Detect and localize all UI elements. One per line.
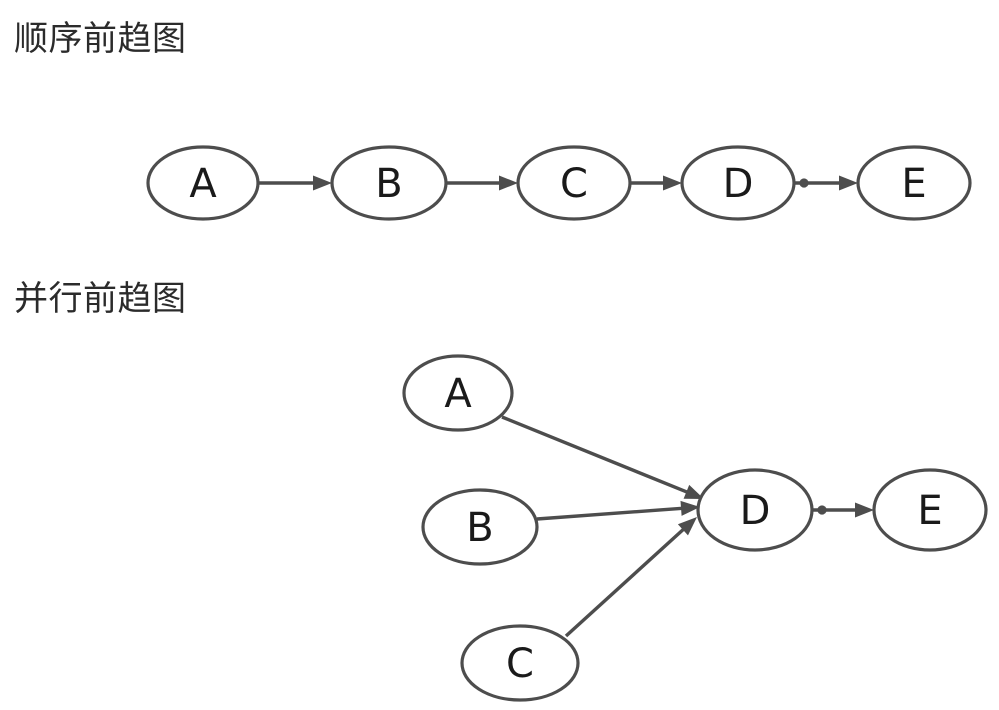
arrow-head-icon bbox=[855, 502, 874, 518]
node-par-A[interactable]: A bbox=[402, 354, 514, 432]
node-par-E[interactable]: E bbox=[872, 468, 988, 552]
node-seq-A[interactable]: A bbox=[146, 145, 260, 221]
edge-d-to-e bbox=[794, 175, 858, 191]
node-label: D bbox=[740, 488, 771, 534]
node-ellipse[interactable] bbox=[146, 145, 260, 221]
arrow-head-icon bbox=[313, 175, 332, 191]
edge-line bbox=[564, 526, 687, 638]
node-ellipse[interactable] bbox=[460, 624, 580, 702]
node-par-B[interactable]: B bbox=[421, 488, 539, 566]
edge-a-to-d bbox=[501, 415, 704, 499]
node-ellipse[interactable] bbox=[421, 488, 539, 566]
arrow-head-icon bbox=[683, 484, 704, 499]
node-ellipse[interactable] bbox=[680, 145, 796, 221]
edge-d-to-e bbox=[812, 502, 874, 518]
arrow-head-icon bbox=[839, 175, 858, 191]
node-ellipse[interactable] bbox=[516, 145, 632, 221]
nodes-group: A B C D E A B C D E bbox=[146, 145, 988, 702]
edge-c-to-d bbox=[630, 175, 682, 191]
edge-b-to-d bbox=[536, 500, 700, 521]
node-ellipse[interactable] bbox=[330, 145, 448, 221]
node-par-C[interactable]: C bbox=[460, 624, 580, 702]
node-label: A bbox=[444, 371, 472, 417]
node-label: E bbox=[917, 488, 942, 534]
edge-line bbox=[501, 415, 690, 495]
edge-b-to-c bbox=[446, 175, 518, 191]
node-ellipse[interactable] bbox=[402, 354, 514, 432]
node-label: B bbox=[466, 505, 493, 551]
node-label: B bbox=[375, 161, 402, 207]
node-seq-B[interactable]: B bbox=[330, 145, 448, 221]
node-ellipse[interactable] bbox=[856, 145, 972, 221]
edges-group bbox=[258, 175, 874, 638]
arrow-head-icon bbox=[680, 500, 700, 516]
edge-line bbox=[536, 506, 685, 521]
section-title-sequential: 顺序前趋图 bbox=[14, 19, 187, 59]
edge-source-dot-icon bbox=[817, 505, 827, 515]
node-seq-C[interactable]: C bbox=[516, 145, 632, 221]
node-seq-E[interactable]: E bbox=[856, 145, 972, 221]
edge-source-dot-icon bbox=[799, 178, 809, 188]
edge-a-to-b bbox=[258, 175, 332, 191]
node-label: C bbox=[560, 161, 588, 207]
node-par-D[interactable]: D bbox=[696, 468, 814, 552]
edge-c-to-d bbox=[564, 517, 697, 638]
node-ellipse[interactable] bbox=[696, 468, 814, 552]
node-seq-D[interactable]: D bbox=[680, 145, 796, 221]
arrow-head-icon bbox=[677, 517, 697, 536]
section-title-parallel: 并行前趋图 bbox=[14, 279, 187, 319]
node-label: D bbox=[723, 161, 754, 207]
node-label: C bbox=[506, 641, 534, 687]
arrow-head-icon bbox=[499, 175, 518, 191]
node-label: A bbox=[189, 161, 217, 207]
arrow-head-icon bbox=[663, 175, 682, 191]
node-label: E bbox=[901, 161, 926, 207]
node-ellipse[interactable] bbox=[872, 468, 988, 552]
